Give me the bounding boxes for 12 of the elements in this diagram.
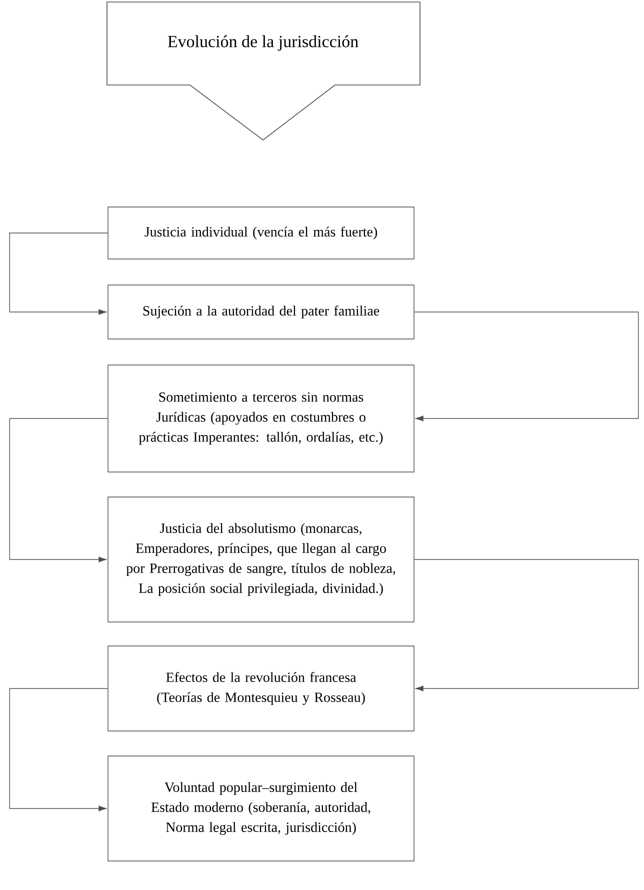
process-box: Justicia individual (vencía el más fuerte) <box>108 206 414 260</box>
process-box: Sometimiento a terceros sin normas Jurídicas (apoyados en costumbres o prácticas Imperantes: tallón, ordalías, etc.) <box>108 364 414 472</box>
process-box: Efectos de la revolución francesa (Teorías de Montesquieu y Rosseau) <box>108 646 414 732</box>
connector-arrow <box>9 418 108 562</box>
callout-box: Evolución de la jurisdicción <box>106 2 420 140</box>
connector-arrow <box>414 312 639 422</box>
connector-arrow <box>414 559 639 692</box>
process-box: Voluntad popular–surgimiento del Estado moderno (soberanía, autoridad, Norma legal escrita, jurisdicción) <box>108 756 414 862</box>
process-box: Justicia del absolutismo (monarcas, Emperadores, príncipes, que llegan al cargo por Prerrogativas de sangre, títulos de nobleza, La posición social privilegiada, divinidad.) <box>108 496 414 622</box>
process-box: Sujeción a la autoridad del pater familiae <box>108 284 414 340</box>
connector-arrow <box>9 688 108 812</box>
connector-arrow <box>9 232 108 315</box>
